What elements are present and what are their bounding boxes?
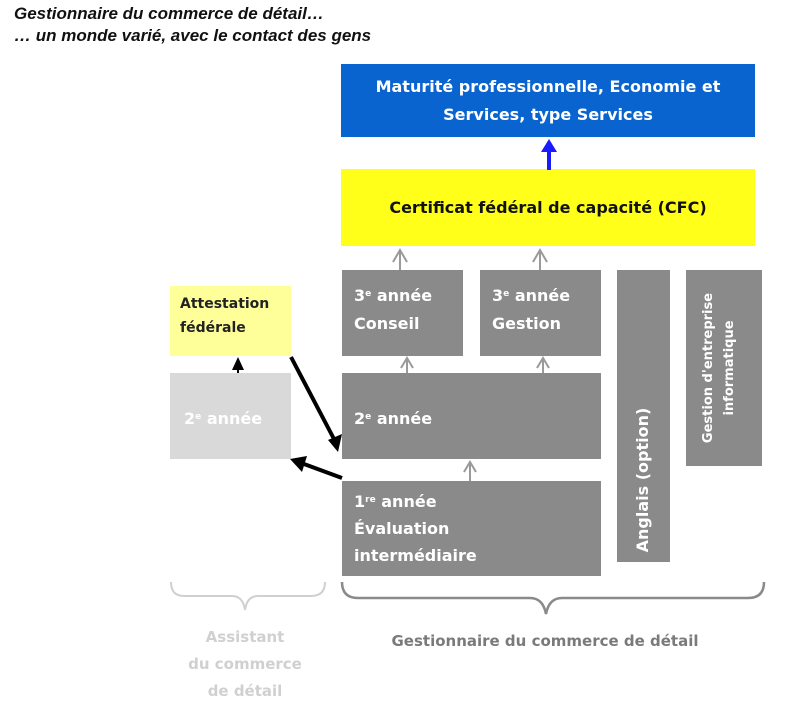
first-year-box: 1re année Évaluation intermédiaire	[342, 481, 601, 576]
first-year-word: année	[375, 492, 437, 511]
assistant-label: Assistant du commerce de détail	[160, 624, 330, 705]
first-year-num: 1	[354, 492, 366, 511]
cfc-label: Certificat fédéral de capacité (CFC)	[389, 198, 707, 217]
gestion-num: 3	[492, 286, 504, 305]
assistant-year-word: année	[201, 409, 263, 428]
arrow-up-blue	[541, 139, 557, 170]
assistant-label-line-3: de détail	[207, 682, 283, 700]
attestation-box: Attestation fédérale	[170, 286, 291, 356]
gestionnaire-label: Gestionnaire du commerce de détail	[391, 632, 699, 650]
maturite-label-line-2: Services, type Services	[443, 104, 653, 124]
second-year-sup: e	[365, 412, 372, 422]
conseil-sup: e	[365, 289, 372, 299]
attestation-label-line-2: fédérale	[180, 320, 246, 336]
arrow-up-to-attestation	[232, 357, 244, 373]
assistant-year-num: 2	[184, 409, 196, 428]
gestion-sup: e	[503, 289, 510, 299]
gestion-box: 3e année Gestion	[480, 270, 601, 356]
assistant-second-year-box: 2e année	[170, 373, 291, 459]
arrow-up-chevron-conseil	[392, 248, 408, 270]
anglais-box	[617, 270, 670, 562]
gestion-word: année	[509, 286, 571, 305]
first-year-intermediaire: intermédiaire	[354, 546, 477, 565]
conseil-num: 3	[354, 286, 366, 305]
arrow-up-to-gestion	[536, 356, 550, 373]
arrow-up-to-conseil	[400, 356, 414, 373]
arrow-first-year-to-assistant	[290, 456, 343, 480]
arrow-up-first-to-second	[463, 460, 477, 481]
heading-line-1: Gestionnaire du commerce de détail…	[14, 4, 324, 23]
conseil-label: Conseil	[354, 314, 420, 333]
second-year-word: année	[371, 409, 433, 428]
arrow-attestation-to-first-year	[289, 356, 342, 452]
brace-assistant	[170, 581, 326, 611]
heading-line-2: … un monde varié, avec le contact des ge…	[14, 26, 372, 45]
cfc-box: Certificat fédéral de capacité (CFC)	[341, 169, 755, 246]
maturite-label-line-1: Maturité professionnelle, Economie et	[375, 76, 721, 96]
conseil-word: année	[371, 286, 433, 305]
maturite-box: Maturité professionnelle, Economie et Se…	[341, 64, 755, 137]
assistant-label-line-2: du commerce	[188, 655, 302, 673]
conseil-box: 3e année Conseil	[342, 270, 463, 356]
brace-gestionnaire	[340, 581, 766, 615]
attestation-label-line-1: Attestation	[180, 296, 270, 312]
gestion-label: Gestion	[492, 314, 562, 333]
arrow-up-chevron-gestion	[532, 248, 548, 270]
first-year-evaluation: Évaluation	[354, 519, 450, 538]
second-year-num: 2	[354, 409, 366, 428]
first-year-sup: re	[365, 495, 376, 505]
second-year-box: 2e année	[342, 373, 601, 459]
assistant-label-line-1: Assistant	[205, 628, 285, 646]
gestion-informatique-box	[686, 270, 762, 466]
assistant-year-sup: e	[195, 412, 202, 422]
